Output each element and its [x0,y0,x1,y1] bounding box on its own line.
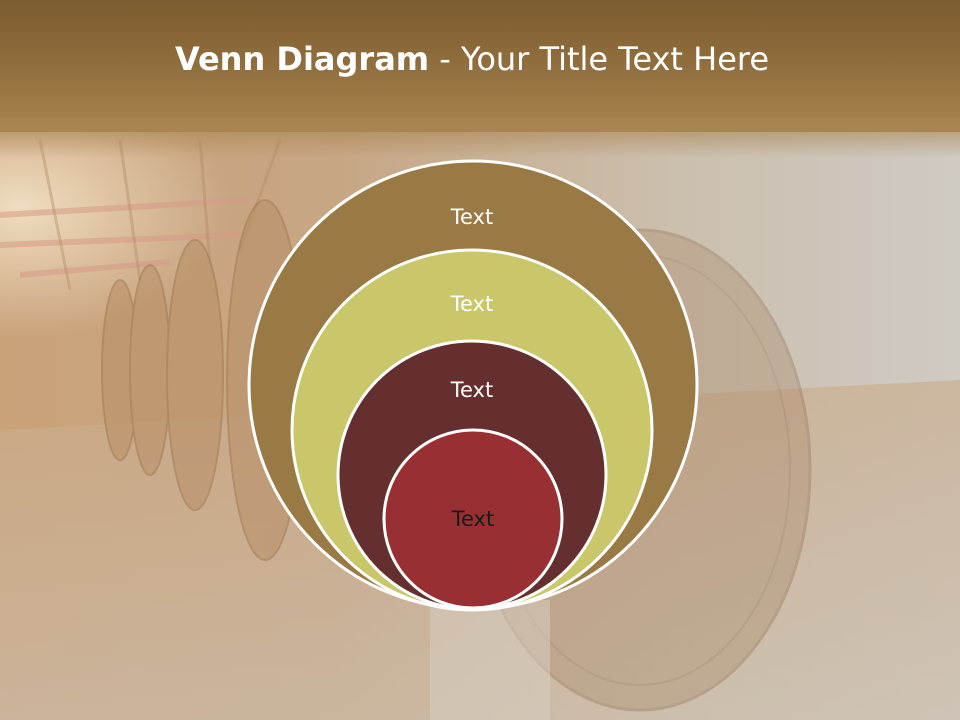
title-band-fade [0,118,960,158]
circle-inner[interactable]: Text [382,428,564,610]
slide-title: Venn Diagram - Your Title Text Here [0,40,944,78]
circle-inner-label: Text [451,507,494,531]
circle-outer-label: Text [450,205,493,229]
slide-title-rest: - Your Title Text Here [429,40,770,78]
circle-third-label: Text [450,378,493,402]
circle-second-label: Text [450,292,493,316]
slide-title-bold: Venn Diagram [174,40,430,78]
title-band [0,0,960,132]
